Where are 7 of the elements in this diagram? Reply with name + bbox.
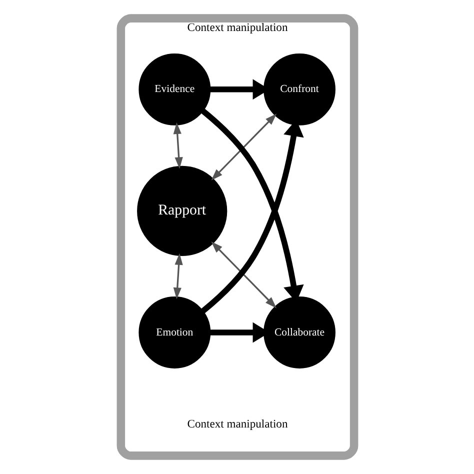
node-circle: Evidence xyxy=(138,53,210,126)
node-circle: Emotion xyxy=(138,296,210,368)
arrow xyxy=(210,114,276,180)
arrow xyxy=(172,253,182,300)
node-circle: Rapport xyxy=(136,166,227,256)
arrow xyxy=(172,122,182,169)
arrow xyxy=(210,242,276,308)
